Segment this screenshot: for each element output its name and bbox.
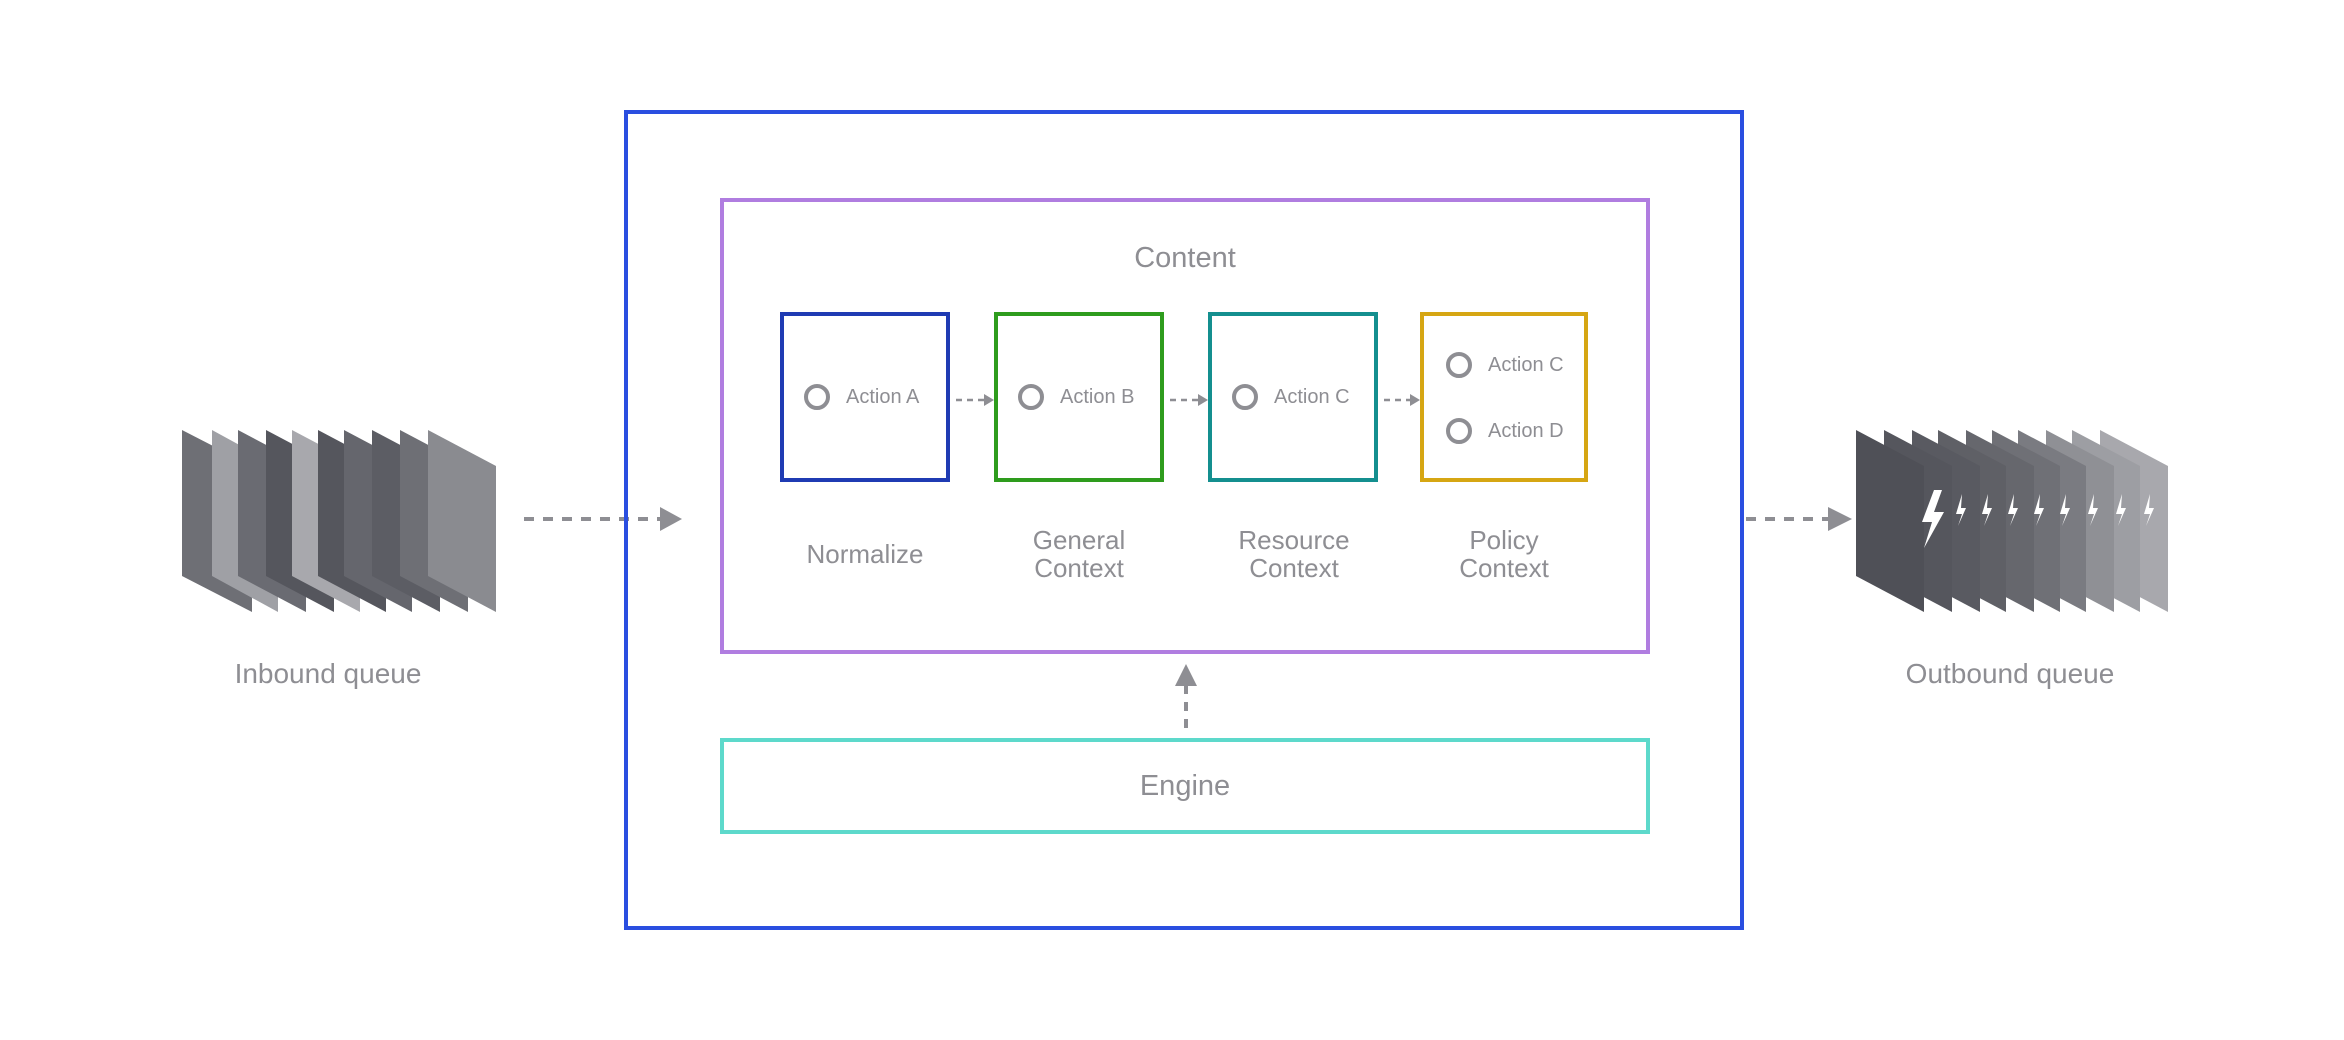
inbound-arrow xyxy=(524,507,682,531)
stage-box-policy-context: Action C Action D xyxy=(1420,312,1588,482)
content-title: Content xyxy=(1134,242,1236,274)
stage-caption-normalize: Normalize xyxy=(806,539,924,569)
outbound-queue-stack xyxy=(1856,430,2168,612)
engine-box: Engine xyxy=(720,738,1650,834)
circle-icon xyxy=(1446,418,1472,444)
action-item: Action D xyxy=(1446,418,1564,444)
action-item: Action A xyxy=(804,384,919,410)
stage-caption-policy-context: Policy Context xyxy=(1459,525,1549,583)
stage-box-general-context: Action B xyxy=(994,312,1164,482)
circle-icon xyxy=(1446,352,1472,378)
action-item: Action C xyxy=(1446,352,1564,378)
outbound-queue-label: Outbound queue xyxy=(1905,658,2115,689)
inbound-queue-label: Inbound queue xyxy=(234,658,422,689)
stage-caption-resource-context: Resource Context xyxy=(1238,525,1350,583)
outbound-arrow xyxy=(1746,507,1852,531)
stage-box-normalize: Action A xyxy=(780,312,950,482)
system-box xyxy=(624,110,1744,930)
circle-icon xyxy=(1232,384,1258,410)
stage-caption-general-context: General Context xyxy=(1032,525,1126,583)
engine-label: Engine xyxy=(1139,769,1231,802)
stage-box-resource-context: Action C xyxy=(1208,312,1378,482)
action-label: Action A xyxy=(846,385,920,408)
action-label: Action C xyxy=(1274,385,1350,408)
inbound-queue-stack xyxy=(182,430,496,612)
circle-icon xyxy=(1018,384,1044,410)
action-label: Action B xyxy=(1060,385,1135,408)
circle-icon xyxy=(804,384,830,410)
action-item: Action C xyxy=(1232,384,1350,410)
action-item: Action B xyxy=(1018,384,1134,410)
action-label: Action D xyxy=(1488,419,1564,442)
action-label: Action C xyxy=(1488,353,1564,376)
